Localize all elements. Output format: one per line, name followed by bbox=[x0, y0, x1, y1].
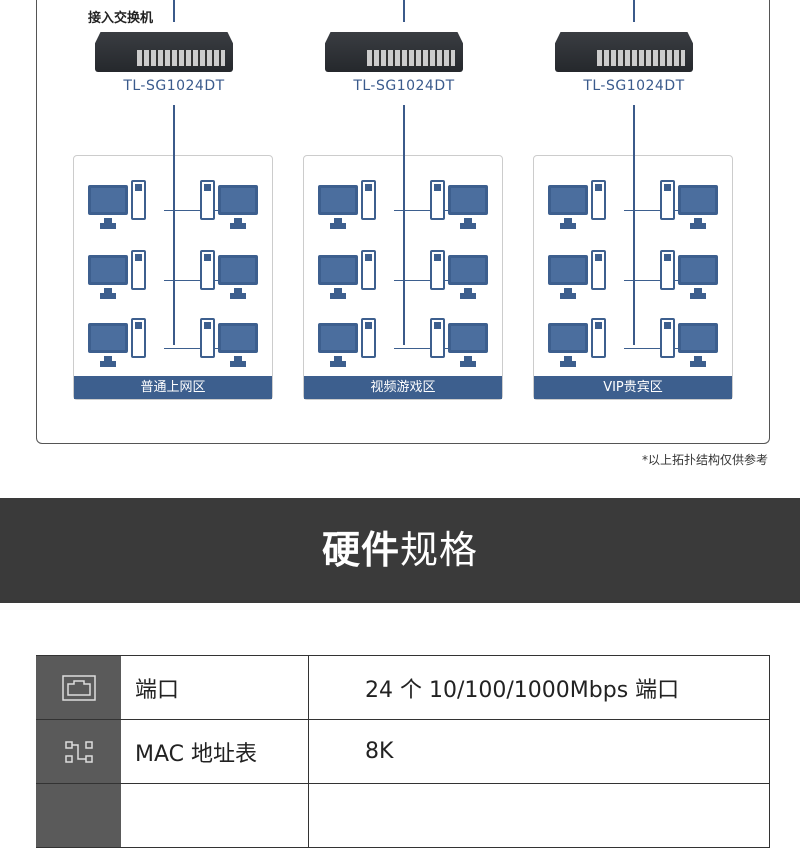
monitor-icon bbox=[318, 185, 358, 224]
pc-tower-icon bbox=[660, 250, 675, 290]
monitor-icon bbox=[548, 323, 588, 362]
pc-tower-icon bbox=[660, 318, 675, 358]
pc-tower-icon bbox=[361, 180, 376, 220]
switch-model: TL-SG1024DT bbox=[583, 78, 685, 94]
pc-tower-icon bbox=[430, 180, 445, 220]
uplink-line bbox=[403, 0, 405, 22]
pc-tower-icon bbox=[200, 318, 215, 358]
spec-table: 端口 24 个 10/100/1000Mbps 端口 MAC 地址表 8K bbox=[36, 655, 770, 848]
pc-tower-icon bbox=[430, 250, 445, 290]
spec-value bbox=[309, 784, 770, 847]
monitor-icon bbox=[448, 185, 488, 224]
ethernet-port-icon bbox=[36, 656, 121, 719]
link-line bbox=[624, 210, 680, 211]
pc-tower-icon bbox=[361, 250, 376, 290]
link-line bbox=[624, 280, 680, 281]
uplink-line bbox=[633, 0, 635, 22]
uplink-line bbox=[173, 0, 175, 22]
pc-tower-icon bbox=[660, 180, 675, 220]
switch-image bbox=[95, 32, 233, 72]
monitor-icon bbox=[218, 255, 258, 294]
zone-trunk-line bbox=[173, 105, 175, 345]
pc-tower-icon bbox=[591, 250, 606, 290]
monitor-icon bbox=[678, 185, 718, 224]
link-line bbox=[624, 348, 680, 349]
monitor-icon bbox=[678, 323, 718, 362]
pc-tower-icon bbox=[591, 318, 606, 358]
spec-value: 8K bbox=[309, 720, 770, 783]
pc-tower-icon bbox=[131, 250, 146, 290]
link-line bbox=[164, 280, 220, 281]
spec-row-mac: MAC 地址表 8K bbox=[36, 720, 770, 784]
access-switch-label: 接入交换机 bbox=[88, 11, 154, 26]
spec-row-ports: 端口 24 个 10/100/1000Mbps 端口 bbox=[36, 656, 770, 720]
zone-trunk-line bbox=[403, 105, 405, 345]
pc-tower-icon bbox=[430, 318, 445, 358]
link-line bbox=[164, 210, 220, 211]
monitor-icon bbox=[548, 255, 588, 294]
pc-tower-icon bbox=[200, 250, 215, 290]
monitor-icon bbox=[448, 323, 488, 362]
monitor-icon bbox=[88, 323, 128, 362]
link-line bbox=[394, 210, 450, 211]
banner-title-bold: 硬件 bbox=[321, 528, 400, 572]
link-line bbox=[164, 348, 220, 349]
monitor-icon bbox=[448, 255, 488, 294]
section-banner: 硬件规格 bbox=[0, 498, 800, 603]
monitor-icon bbox=[678, 255, 718, 294]
spec-label: 端口 bbox=[121, 656, 309, 719]
zone-trunk-line bbox=[633, 105, 635, 345]
zone-label: VIP贵宾区 bbox=[534, 376, 732, 399]
spec-icon bbox=[36, 784, 121, 847]
monitor-icon bbox=[88, 185, 128, 224]
monitor-icon bbox=[218, 323, 258, 362]
topology-note: *以上拓扑结构仅供参考 bbox=[641, 453, 768, 467]
spec-label bbox=[121, 784, 309, 847]
pc-tower-icon bbox=[131, 180, 146, 220]
pc-tower-icon bbox=[200, 180, 215, 220]
spec-value: 24 个 10/100/1000Mbps 端口 bbox=[309, 656, 770, 719]
zone-label: 视频游戏区 bbox=[304, 376, 502, 399]
monitor-icon bbox=[318, 255, 358, 294]
pc-tower-icon bbox=[591, 180, 606, 220]
switch-model: TL-SG1024DT bbox=[353, 78, 455, 94]
pc-tower-icon bbox=[131, 318, 146, 358]
monitor-icon bbox=[318, 323, 358, 362]
pc-tower-icon bbox=[361, 318, 376, 358]
switch-model: TL-SG1024DT bbox=[123, 78, 225, 94]
mac-table-icon bbox=[36, 720, 121, 783]
monitor-icon bbox=[548, 185, 588, 224]
link-line bbox=[394, 348, 450, 349]
topology-frame bbox=[36, 0, 770, 444]
spec-label: MAC 地址表 bbox=[121, 720, 309, 783]
switch-image bbox=[325, 32, 463, 72]
banner-title-rest: 规格 bbox=[400, 528, 479, 572]
spec-row bbox=[36, 784, 770, 848]
link-line bbox=[394, 280, 450, 281]
monitor-icon bbox=[218, 185, 258, 224]
zone-label: 普通上网区 bbox=[74, 376, 272, 399]
switch-image bbox=[555, 32, 693, 72]
monitor-icon bbox=[88, 255, 128, 294]
